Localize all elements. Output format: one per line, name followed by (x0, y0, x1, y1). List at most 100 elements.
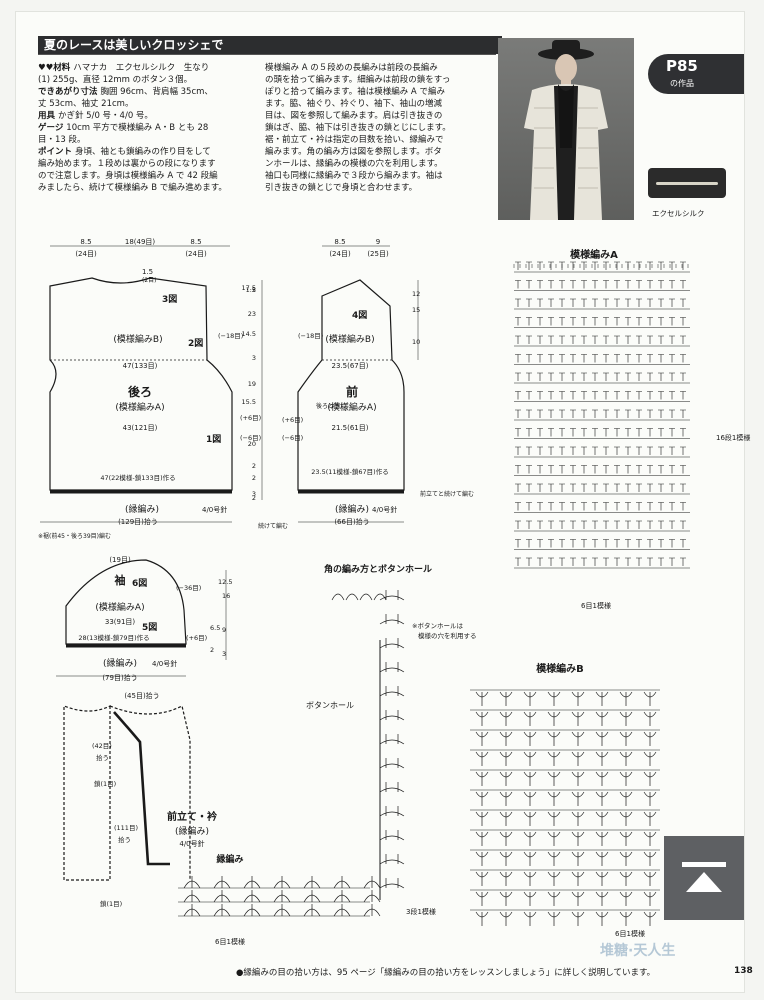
stitch-symbol (669, 446, 675, 455)
dim-label: (2目) (142, 277, 157, 284)
stitch-symbol (526, 539, 532, 548)
stitch-symbol (592, 409, 598, 418)
stitch-symbol (680, 409, 686, 418)
dim-label: (+6目) (282, 416, 303, 424)
height-label: 16 (222, 592, 230, 600)
stitch-symbol (647, 557, 653, 566)
materials-text: かぎ針 5/0 号・4/0 号。 (57, 111, 153, 121)
section-title: 角の編み方とボタンホール (324, 563, 432, 575)
stitch-symbol (592, 446, 598, 455)
stitch-symbol (571, 731, 585, 746)
height-label: 1.5 (246, 286, 256, 294)
stitch-symbol (570, 409, 576, 418)
stitch-symbol (475, 831, 489, 846)
stitch-symbol (636, 502, 642, 511)
stitch-symbol (625, 372, 631, 381)
stitch-symbol (614, 261, 620, 270)
height-label: 2 (252, 474, 256, 482)
dim-label: 4/0号針 (152, 659, 177, 668)
stitch-symbol (571, 771, 585, 786)
scroll-to-top-button[interactable] (664, 836, 744, 920)
stitch-symbol (303, 876, 321, 889)
pattern-label: (模様編みA) (95, 601, 144, 613)
instruction-line: 編みます。角の編み方は図を参照します。ボタ (265, 147, 442, 157)
pattern-label: (模様編みA) (327, 401, 376, 413)
stitch-symbol (570, 354, 576, 363)
stitch-symbol (625, 391, 631, 400)
stitch-symbol (359, 593, 373, 601)
stitch-symbol (515, 409, 521, 418)
materials-line: ので注意します。身頃は模様編み A で 42 段編 (38, 170, 258, 182)
sleeve-outline (65, 559, 187, 645)
height-label: 15.5 (242, 398, 256, 406)
stitch-symbol (559, 335, 565, 344)
instruction-line: ぽりと拾って編みます。袖は模様編み A で編み (265, 87, 445, 97)
stitch-symbol (647, 502, 653, 511)
height-label: 6.5 (210, 624, 220, 632)
stitch-symbol (333, 904, 351, 917)
stitch-symbol (379, 710, 405, 721)
stitch-symbol (537, 465, 543, 474)
pattern-label: (縁編み) (335, 503, 369, 515)
stitch-symbol (499, 711, 513, 726)
stitch-symbol (647, 317, 653, 326)
stitch-symbol (526, 465, 532, 474)
stitch-symbol (619, 711, 633, 726)
stitch-symbol (643, 751, 657, 766)
stitch-symbol (680, 557, 686, 566)
stitch-symbol (571, 851, 585, 866)
stitch-symbol (581, 539, 587, 548)
stitch-symbol (643, 831, 657, 846)
stitch-symbol (363, 876, 381, 889)
stitch-symbol (643, 871, 657, 886)
stitch-symbol (625, 483, 631, 492)
stitch-symbol (379, 734, 405, 745)
stitch-symbol (669, 317, 675, 326)
stitch-symbol (526, 520, 532, 529)
stitch-symbol (515, 483, 521, 492)
stitch-symbol (669, 483, 675, 492)
top-bar-icon (682, 862, 726, 867)
stitch-symbol (643, 911, 657, 926)
stitch-symbol (614, 539, 620, 548)
stitch-symbol (499, 771, 513, 786)
dim-label: 33(91目) (105, 618, 136, 626)
stitch-symbol (526, 317, 532, 326)
stitch-symbol (636, 428, 642, 437)
stitch-symbol (548, 354, 554, 363)
stitch-symbol (547, 731, 561, 746)
stitch-symbol (625, 446, 631, 455)
stitch-symbol (603, 335, 609, 344)
stitch-symbol (592, 261, 598, 270)
stitch-symbol (515, 391, 521, 400)
stitch-symbol (603, 317, 609, 326)
note-label: 模様の穴を利用する (418, 631, 477, 640)
instruction-line: ンホールは、縁編みの模様の穴を利用します。 (265, 159, 443, 169)
stitch-symbol (515, 317, 521, 326)
stitch-symbol (680, 280, 686, 289)
instruction-line: 模様編み A の５段めの長編みは前段の長編み (265, 63, 438, 73)
stitch-symbol (333, 876, 351, 889)
stitch-symbol (570, 557, 576, 566)
collar-body (63, 705, 111, 881)
stitch-symbol (379, 758, 405, 769)
dim-label: (25目) (367, 250, 389, 258)
stitch-symbol (559, 483, 565, 492)
stitch-symbol (680, 539, 686, 548)
height-label: 9 (222, 626, 226, 634)
stitch-symbol (669, 502, 675, 511)
stitch-symbol (379, 638, 405, 649)
height-label: 3 (252, 354, 256, 362)
stitch-symbol (548, 428, 554, 437)
stitch-symbol (603, 354, 609, 363)
stitch-symbol (680, 298, 686, 307)
stitch-symbol (475, 751, 489, 766)
dim-label: 鎖(1目) (94, 779, 116, 788)
stitch-symbol (515, 335, 521, 344)
stitch-symbol (581, 483, 587, 492)
stitch-symbol (515, 539, 521, 548)
stitch-symbol (475, 771, 489, 786)
stitch-symbol (499, 811, 513, 826)
stitch-symbol (595, 731, 609, 746)
